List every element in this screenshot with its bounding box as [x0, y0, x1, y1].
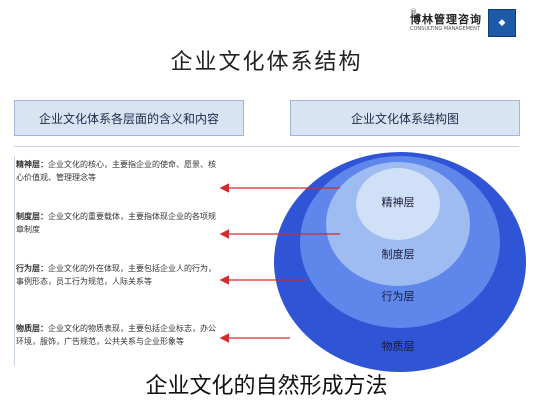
desc-system: 制度层：企业文化的重要载体，主要指体现企业的各项规章制度 [16, 210, 216, 236]
logo-name: 博林管理咨询 [410, 13, 482, 26]
left-header: 企业文化体系各层面的含义和内容 [14, 100, 244, 136]
desc-spirit-title: 精神层： [16, 160, 48, 169]
desc-behavior-text: 企业文化的外在体现，主要包括企业人的行为，事例形态，员工行为规范，人际关系等 [16, 264, 216, 286]
desc-material-text: 企业文化的物质表现，主要包括企业标志，办公环境，服饰，广告规范，公共关系与企业形… [16, 324, 216, 346]
desc-material-title: 物质层： [16, 324, 48, 333]
label-spirit: 精神层 [382, 195, 415, 209]
logo-icon: ◆ [488, 9, 516, 37]
divider [14, 146, 519, 147]
registered-mark: ® [410, 8, 417, 16]
company-logo: ® 博林管理咨询 CONSULTING MANAGEMENT ◆ [410, 6, 528, 40]
desc-system-text: 企业文化的重要载体，主要指体现企业的各项规章制度 [16, 212, 216, 234]
spirit-layer-ellipse [356, 168, 440, 240]
logo-subtitle: CONSULTING MANAGEMENT [410, 26, 480, 32]
caption: 企业文化的自然形成方法 [145, 374, 388, 399]
label-behavior: 行为层 [382, 290, 415, 303]
right-header: 企业文化体系结构图 [290, 100, 520, 136]
label-material: 物质层 [382, 339, 415, 353]
desc-spirit: 精神层：企业文化的核心，主要指企业的使命、愿景、核心价值观、管理理念等 [16, 158, 216, 184]
desc-material: 物质层：企业文化的物质表现，主要包括企业标志，办公环境，服饰，广告规范，公共关系… [16, 322, 216, 348]
page-title: 企业文化体系结构 [170, 50, 363, 75]
side-line [14, 156, 15, 366]
label-system: 制度层 [382, 247, 415, 261]
desc-behavior: 行为层：企业文化的外在体现，主要包括企业人的行为，事例形态，员工行为规范，人际关… [16, 262, 216, 288]
desc-behavior-title: 行为层： [16, 264, 48, 273]
desc-system-title: 制度层： [16, 212, 48, 221]
desc-spirit-text: 企业文化的核心，主要指企业的使命、愿景、核心价值观、管理理念等 [16, 160, 216, 182]
logo-text: 博林管理咨询 CONSULTING MANAGEMENT [410, 14, 482, 32]
